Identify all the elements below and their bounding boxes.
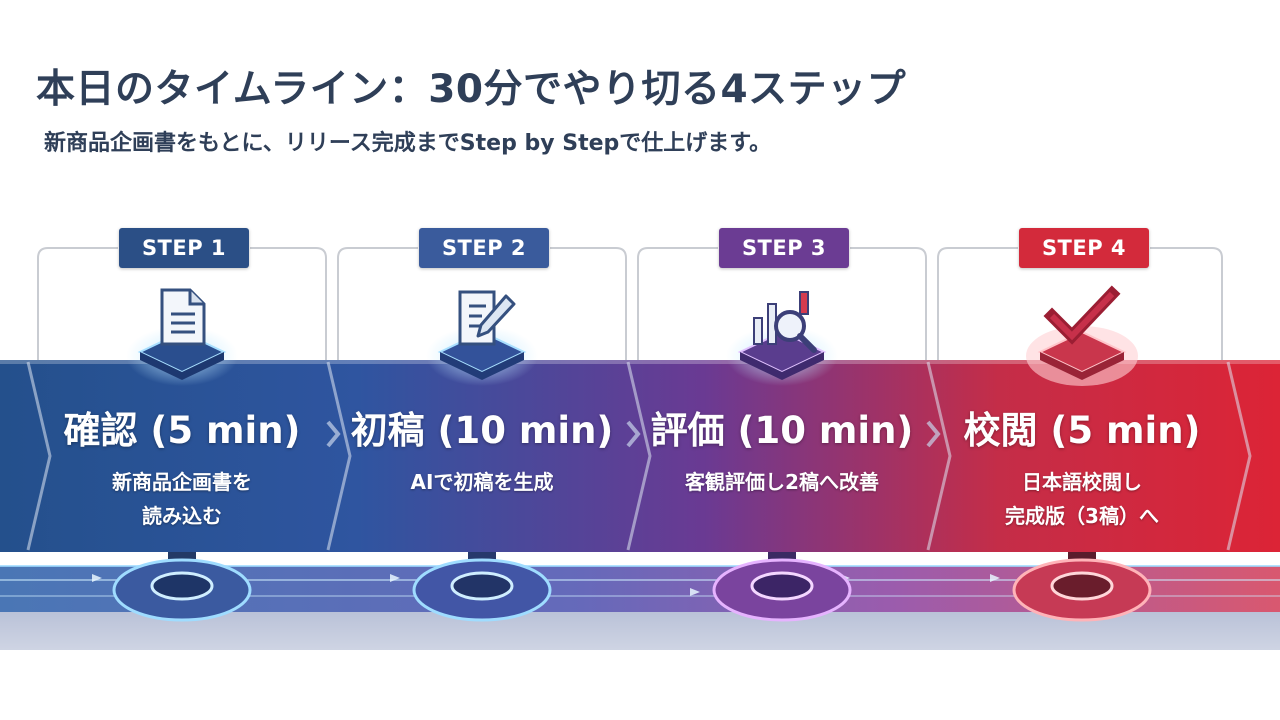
- step-3-description: 客観評価し2稿へ改善: [685, 470, 879, 494]
- step-4-name: 校閲 (5 min): [963, 409, 1201, 452]
- step-2-name: 初稿 (10 min): [350, 409, 614, 452]
- step-4-label: STEP 4: [1019, 228, 1149, 268]
- step-2-description: AIで初稿を生成: [410, 470, 554, 494]
- glowing-track: [0, 565, 1280, 720]
- checkmark-icon: [1043, 285, 1121, 345]
- step-1-label: STEP 1: [119, 228, 249, 268]
- step-brackets: [37, 247, 1223, 360]
- step-4-description: 日本語校閲し 完成版（3稿）へ: [1005, 470, 1159, 528]
- timeline-band: [0, 360, 1280, 552]
- track-nodes: [112, 552, 1152, 622]
- small-chevrons: [326, 420, 941, 448]
- document-icon: [160, 288, 206, 346]
- page-title: 本日のタイムライン：30分でやり切る4ステップ: [36, 67, 907, 112]
- page-subtitle: 新商品企画書をもとに、リリース完成までStep by Stepで仕上げます。: [44, 131, 772, 156]
- step-1-description: 新商品企画書を 読み込む: [112, 470, 252, 528]
- band-chevrons: [26, 361, 1252, 551]
- chart-magnifier-icon: [753, 291, 817, 353]
- step-3-name: 評価 (10 min): [650, 409, 914, 452]
- step-2-label: STEP 2: [419, 228, 549, 268]
- pencil-document-icon: [458, 290, 516, 346]
- step-3-label: STEP 3: [719, 228, 849, 268]
- step-1-name: 確認 (5 min): [63, 409, 301, 452]
